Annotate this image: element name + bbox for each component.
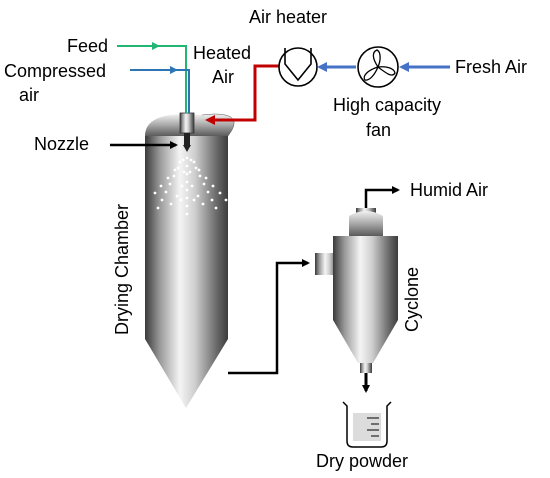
cyclone-label: Cyclone: [402, 267, 422, 332]
cyclone: [315, 208, 398, 373]
compressed-air-label-line2: air: [19, 85, 39, 105]
heated-air-label-line1: Heated: [193, 43, 251, 63]
feed-label: Feed: [67, 36, 108, 56]
spray-pattern: [153, 156, 228, 216]
compressed-air-line: [130, 69, 190, 113]
nozzle-label: Nozzle: [34, 134, 89, 154]
dry-powder-label: Dry powder: [316, 451, 408, 471]
humid-air-label: Humid Air: [410, 180, 488, 200]
beaker-icon: [342, 401, 392, 448]
heated-air-label-line2: Air: [212, 67, 234, 87]
fan-label-line1: High capacity: [333, 95, 441, 115]
air-heater-icon: [278, 47, 318, 87]
feed-line: [117, 45, 187, 113]
humid-air-line: [364, 186, 400, 208]
compressed-air-label-line1: Compressed: [4, 61, 106, 81]
drying-chamber-label: Drying Chamber: [112, 204, 132, 335]
heated-air-line: [205, 64, 280, 125]
drying-chamber: [145, 113, 235, 408]
air-heater-label: Air heater: [249, 7, 327, 27]
fan-label-line2: fan: [366, 120, 391, 140]
chamber-to-cyclone-line: [228, 259, 310, 375]
fan-icon: [357, 46, 399, 88]
fresh-air-label: Fresh Air: [455, 57, 527, 77]
